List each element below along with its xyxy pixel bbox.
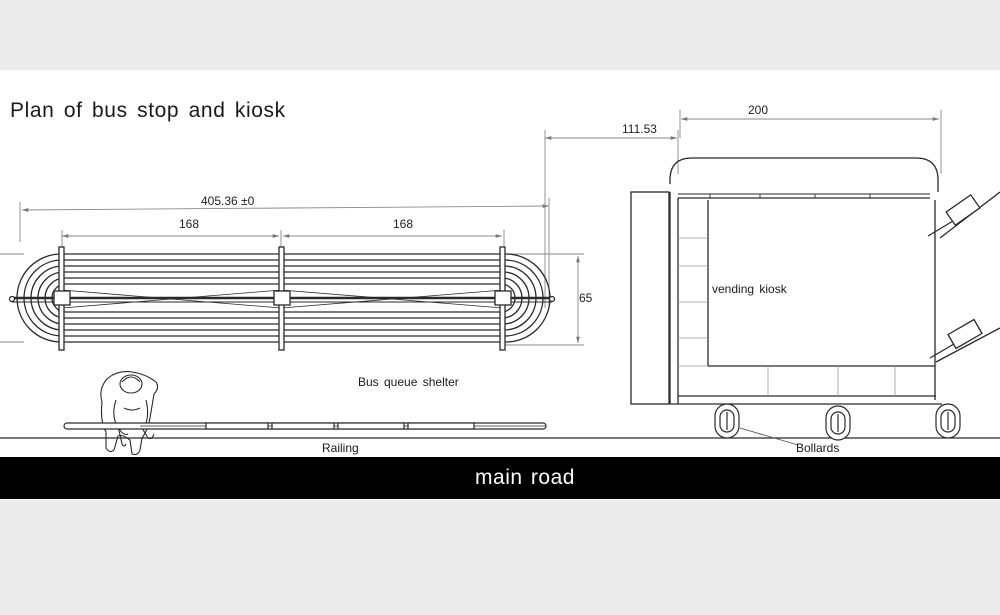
person-figure	[100, 371, 159, 456]
bus-shelter-roof	[8, 246, 556, 351]
bollards-leader	[739, 427, 799, 446]
bollard-2	[825, 405, 851, 441]
kiosk-label: vending kiosk	[712, 282, 787, 296]
plan-drawing	[0, 110, 1000, 456]
dimension-bay-right: 168	[393, 217, 414, 231]
railing-label: Railing	[322, 441, 359, 455]
shelter-label: Bus queue shelter	[358, 375, 459, 389]
drawing-title: Plan of bus stop and kiosk	[10, 99, 286, 122]
dimension-kiosk-offset: 111.53	[622, 122, 657, 136]
bollard-3	[935, 403, 961, 439]
main-road: main road	[0, 457, 1000, 499]
dimension-shelter-depth: 65	[579, 291, 593, 305]
drawing-canvas: Plan of bus stop and kiosk 405.36 ±0 168…	[0, 70, 1000, 500]
road-label: main road	[475, 466, 575, 489]
vending-kiosk	[630, 157, 1000, 405]
dimension-kiosk-width: 200	[748, 103, 769, 117]
dimension-shelter-length: 405.36 ±0	[201, 194, 255, 208]
dimension-bay-left: 168	[179, 217, 200, 231]
bollard-1	[714, 403, 740, 439]
bollards-label: Bollards	[796, 441, 840, 455]
railing	[63, 422, 547, 430]
bollards	[714, 403, 961, 441]
dimension-lines	[0, 110, 942, 346]
